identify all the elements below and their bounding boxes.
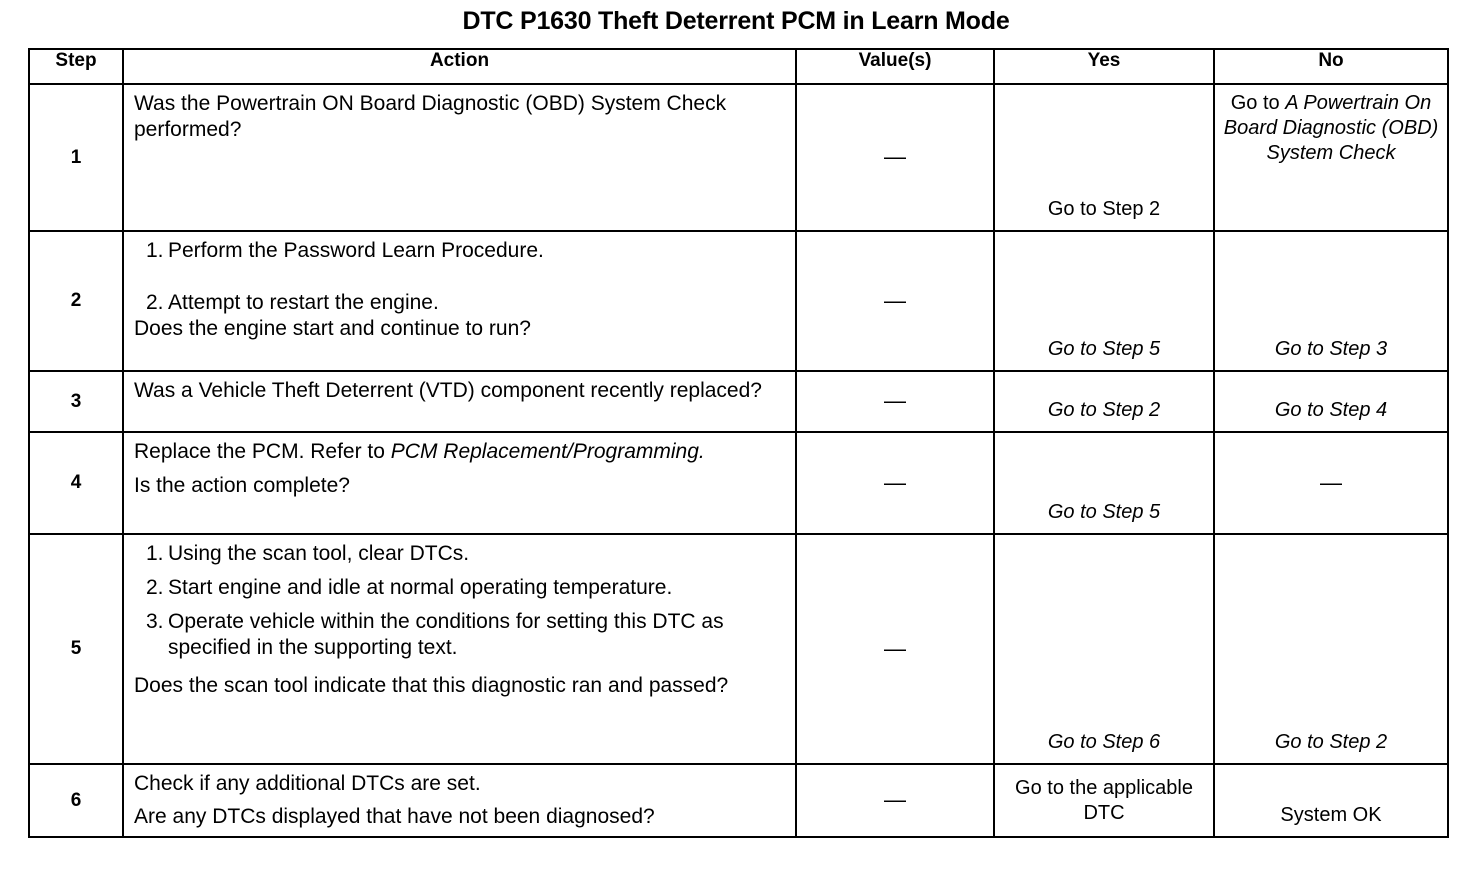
action-question: Does the engine start and continue to ru…: [134, 317, 531, 340]
column-header-values: Value(s): [795, 48, 995, 85]
action-step-text: Perform the Password Learn Procedure.: [168, 239, 544, 262]
header-row: Step Action Value(s) Yes No: [28, 48, 1449, 85]
table-header: Step Action Value(s) Yes No: [28, 48, 1449, 85]
value-dash: —: [884, 635, 906, 661]
yes-branch-text: Go to the applicable DTC: [1015, 776, 1193, 824]
step-number: 1: [28, 83, 124, 232]
yes-branch-text: Go to Step 5: [1047, 338, 1161, 360]
action-cell: Replace the PCM. Refer to PCM Replacemen…: [122, 431, 797, 535]
step-number: 3: [28, 370, 124, 433]
yes-branch-cell: Go to the applicable DTC: [993, 763, 1215, 838]
no-branch-cell: Go to Step 3: [1213, 230, 1449, 372]
action-step-item: 1. Using the scan tool, clear DTCs.: [134, 541, 787, 567]
step-number: 4: [28, 431, 124, 535]
action-step-item: 3. Operate vehicle within the conditions…: [134, 609, 787, 661]
action-question: Was a Vehicle Theft Deterrent (VTD) comp…: [134, 379, 762, 402]
action-step-number: 2.: [146, 291, 164, 314]
no-branch-italic: A Powertrain On Board Diagnostic (OBD) S…: [1223, 92, 1439, 164]
action-lead: Replace the PCM. Refer to PCM Replacemen…: [134, 439, 787, 465]
table-row: 4 Replace the PCM. Refer to PCM Replacem…: [28, 431, 1449, 535]
action-step-text: Start engine and idle at normal operatin…: [168, 576, 673, 599]
action-question: Was the Powertrain ON Board Diagnostic (…: [134, 92, 727, 141]
no-branch-cell: Go to Step 2: [1213, 533, 1449, 765]
no-branch-cell: Go to A Powertrain On Board Diagnostic (…: [1213, 83, 1449, 232]
list-spacer: [134, 264, 787, 290]
yes-branch-cell: Go to Step 2: [993, 370, 1215, 433]
column-header-action: Action: [122, 48, 797, 85]
action-lead-italic: PCM Replacement/Programming.: [390, 440, 705, 463]
no-branch-text: System OK: [1280, 804, 1382, 826]
action-question: Are any DTCs displayed that have not bee…: [134, 805, 655, 828]
no-branch-cell: Go to Step 4: [1213, 370, 1449, 433]
yes-branch-text: Go to Step 5: [1047, 501, 1161, 523]
yes-branch-cell: Go to Step 2: [993, 83, 1215, 232]
step-number: 2: [28, 230, 124, 372]
value-dash: —: [884, 144, 906, 169]
action-question: Does the scan tool indicate that this di…: [134, 674, 729, 697]
action-step-item: 2. Attempt to restart the engine.: [134, 290, 787, 316]
table-row: 3 Was a Vehicle Theft Deterrent (VTD) co…: [28, 370, 1449, 433]
table-row: 6 Check if any additional DTCs are set. …: [28, 763, 1449, 838]
action-step-number: 1.: [146, 239, 164, 262]
value-cell: —: [795, 533, 995, 765]
action-line: Check if any additional DTCs are set.: [134, 772, 481, 795]
list-spacer: [134, 567, 787, 575]
column-header-step: Step: [28, 48, 124, 85]
step-number: 6: [28, 763, 124, 838]
step-number: 5: [28, 533, 124, 765]
yes-branch-text: Go to Step 2: [1047, 399, 1161, 421]
action-cell: 1. Perform the Password Learn Procedure.…: [122, 230, 797, 372]
value-cell: —: [795, 83, 995, 232]
table-body: 1 Was the Powertrain ON Board Diagnostic…: [28, 83, 1449, 838]
yes-branch-cell: Go to Step 6: [993, 533, 1215, 765]
table-row: 2 1. Perform the Password Learn Procedur…: [28, 230, 1449, 372]
yes-branch-cell: Go to Step 5: [993, 230, 1215, 372]
action-cell: Check if any additional DTCs are set. Ar…: [122, 763, 797, 838]
yes-branch-text: Go to Step 2: [995, 197, 1213, 230]
no-branch-cell: —: [1213, 431, 1449, 535]
value-dash: —: [884, 787, 906, 812]
diagnostic-table: Step Action Value(s) Yes No 1 Was the Po…: [28, 48, 1449, 838]
action-step-item: 2. Start engine and idle at normal opera…: [134, 575, 787, 601]
action-step-text: Attempt to restart the engine.: [168, 291, 439, 314]
action-step-item: 1. Perform the Password Learn Procedure.: [134, 238, 787, 264]
no-branch-prefix: Go to: [1230, 92, 1286, 114]
action-question: Is the action complete?: [134, 474, 350, 497]
action-cell: Was the Powertrain ON Board Diagnostic (…: [122, 83, 797, 232]
action-step-number: 2.: [146, 576, 164, 599]
action-lead-plain: Replace the PCM. Refer to: [134, 440, 391, 463]
list-spacer: [134, 601, 787, 609]
action-step-text: Operate vehicle within the conditions fo…: [168, 610, 724, 659]
action-step-list: 1. Perform the Password Learn Procedure.…: [134, 238, 787, 316]
value-cell: —: [795, 370, 995, 433]
action-cell: Was a Vehicle Theft Deterrent (VTD) comp…: [122, 370, 797, 433]
value-cell: —: [795, 763, 995, 838]
value-dash: —: [884, 287, 906, 313]
column-header-yes: Yes: [993, 48, 1215, 85]
action-step-number: 1.: [146, 542, 164, 565]
table-row: 5 1. Using the scan tool, clear DTCs. 2.…: [28, 533, 1449, 765]
value-cell: —: [795, 230, 995, 372]
yes-branch-prefix: Go to Step 2: [1047, 198, 1161, 220]
column-header-no: No: [1213, 48, 1449, 85]
value-dash: —: [884, 469, 906, 495]
yes-branch-cell: Go to Step 5: [993, 431, 1215, 535]
yes-branch-text: Go to Step 6: [1047, 731, 1161, 753]
no-branch-cell: System OK: [1213, 763, 1449, 838]
no-branch-text: Go to Step 4: [1274, 399, 1388, 421]
value-cell: —: [795, 431, 995, 535]
page-title: DTC P1630 Theft Deterrent PCM in Learn M…: [462, 7, 1010, 35]
action-step-text: Using the scan tool, clear DTCs.: [168, 542, 470, 565]
action-cell: 1. Using the scan tool, clear DTCs. 2. S…: [122, 533, 797, 765]
value-dash: —: [884, 388, 906, 413]
no-branch-dash: —: [1320, 470, 1342, 495]
table-row: 1 Was the Powertrain ON Board Diagnostic…: [28, 83, 1449, 232]
action-step-list: 1. Using the scan tool, clear DTCs. 2. S…: [134, 541, 787, 661]
action-step-number: 3.: [146, 610, 164, 633]
no-branch-text: Go to Step 2: [1274, 731, 1388, 753]
no-branch-text: Go to Step 3: [1274, 338, 1388, 360]
no-branch-text: Go to A Powertrain On Board Diagnostic (…: [1215, 85, 1447, 166]
